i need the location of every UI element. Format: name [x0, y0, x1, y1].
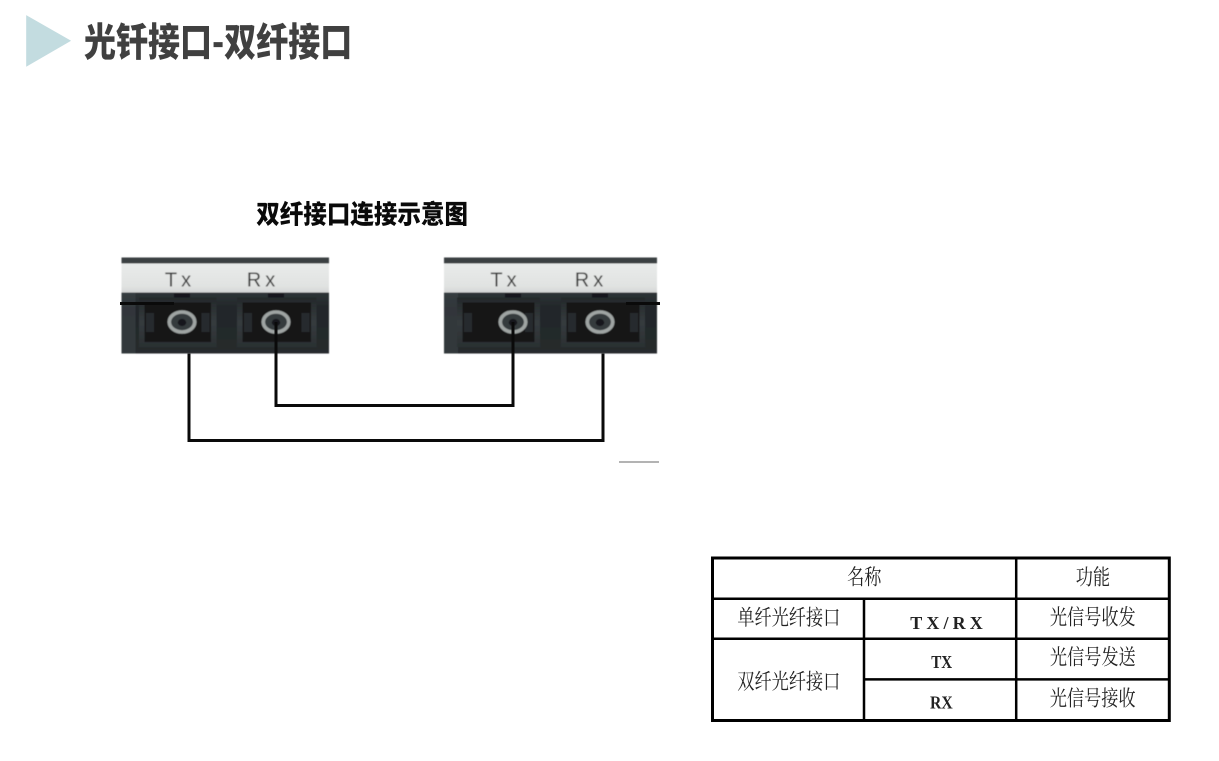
svg-text:Tx: Tx: [490, 270, 520, 292]
svg-text:TX: TX: [931, 652, 952, 672]
svg-text:TX/RX: TX/RX: [910, 613, 983, 633]
svg-text:Tx: Tx: [165, 270, 195, 292]
svg-text:Rx: Rx: [575, 270, 607, 292]
svg-text:Rx: Rx: [247, 270, 279, 292]
svg-text:RX: RX: [930, 693, 953, 713]
